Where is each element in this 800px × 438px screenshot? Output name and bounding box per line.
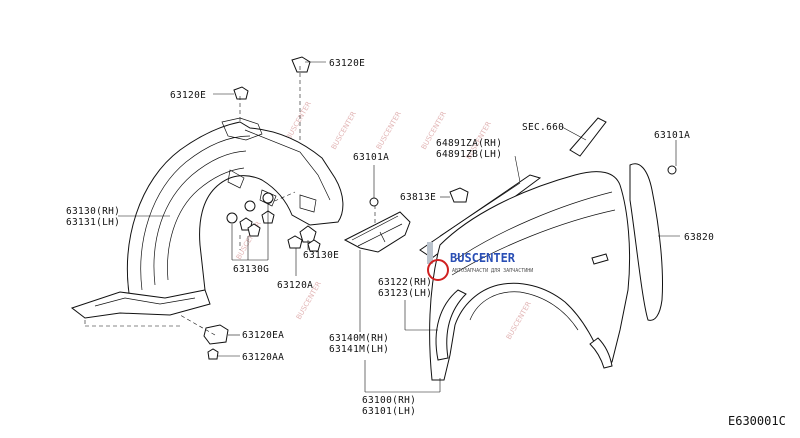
- arch-moulding-rear: [435, 289, 467, 361]
- label-63123: 63123(LH): [378, 288, 432, 299]
- liner-lower-flap: [70, 289, 211, 319]
- liner-clip-slot-1: [227, 169, 245, 189]
- label-63120aa: 63120AA: [242, 352, 284, 363]
- watermark-text-2: BUSCENTER: [330, 110, 358, 151]
- fender-liner-body: [127, 121, 344, 307]
- watermark-text-1: BUSCENTER: [285, 100, 313, 141]
- liner-clip-slot-3: [299, 194, 317, 213]
- clip-63130g-6: [247, 223, 261, 237]
- leader-lines: [118, 61, 680, 393]
- arch-moulding-front: [589, 337, 613, 369]
- label-63100: 63100(RH): [362, 395, 416, 406]
- label-63140m: 63140M(RH): [329, 333, 389, 344]
- watermark-tagline: АВТОЗАПЧАСТИ ДЛЯ ЗАПЧАСТИНИ: [452, 268, 533, 274]
- label-63120e-left: 63120E: [170, 90, 206, 101]
- watermark-text-3: BUSCENTER: [375, 110, 403, 151]
- leader-sec660: [561, 126, 587, 141]
- label-63120a: 63120A: [277, 280, 313, 291]
- label-63141m: 63141M(LH): [329, 344, 389, 355]
- moulding-edge: [439, 182, 521, 237]
- clip-group-63130g: [226, 192, 275, 237]
- liner-rib-1: [140, 135, 251, 291]
- clip-63130e-2: [307, 239, 321, 252]
- clip-group-63130e: [299, 225, 321, 252]
- clip-63130g-3: [262, 192, 274, 204]
- fender-character-line: [454, 191, 613, 261]
- clip-63120a: [287, 235, 303, 249]
- label-63813e: 63813E: [400, 192, 436, 203]
- label-63130g: 63130G: [233, 264, 269, 275]
- liner-flap-edge: [94, 297, 196, 307]
- clip-63120e-left: [233, 86, 249, 100]
- watermark-logo-bar: [427, 242, 433, 264]
- label-63122: 63122(RH): [378, 277, 432, 288]
- label-63120e-top: 63120E: [329, 58, 365, 69]
- label-64891zb: 64891ZB(LH): [436, 149, 502, 160]
- liner-rib-4: [244, 129, 331, 201]
- part-labels: 63120E 63120E 63101A 63101A SEC.660 6489…: [66, 58, 714, 417]
- label-63130: 63130(RH): [66, 206, 120, 217]
- fender-side-marker: [591, 253, 609, 265]
- liner-rib-3: [167, 167, 245, 281]
- fender-character-line-2: [451, 209, 616, 276]
- clip-63130g-1: [226, 212, 238, 224]
- leader-64891: [514, 155, 521, 183]
- label-63101: 63101(LH): [362, 406, 416, 417]
- clip-63120aa: [207, 348, 219, 360]
- clip-63120e-top: [291, 56, 311, 73]
- fender-liner: [70, 117, 344, 319]
- ref-line-7: [267, 191, 296, 205]
- label-63130e: 63130E: [303, 250, 339, 261]
- sec660-part: [569, 117, 607, 157]
- fender-bracket: [343, 197, 411, 253]
- label-63101a-mid: 63101A: [353, 152, 389, 163]
- bracket-body: [343, 211, 411, 253]
- label-63820: 63820: [684, 232, 714, 243]
- label-63120ea: 63120EA: [242, 330, 284, 341]
- bolt-63101a-mid: [369, 197, 379, 207]
- clip-63130g-2: [244, 200, 256, 212]
- clip-63813e: [449, 187, 469, 203]
- bracket-ribs: [351, 215, 403, 247]
- clip-63120ea: [203, 324, 229, 345]
- watermark-logo: BUSCENTER АВТОЗАПЧАСТИ ДЛЯ ЗАПЧАСТИНИ: [427, 242, 533, 281]
- wheel-arch-inner: [469, 291, 579, 331]
- bolt-63101a-right: [667, 165, 677, 175]
- watermark-logo-ring: [427, 259, 449, 281]
- front-garnish-63820: [629, 163, 664, 321]
- label-63131: 63131(LH): [66, 217, 120, 228]
- watermark-brand: BUSCENTER: [450, 251, 516, 265]
- label-63101a-right: 63101A: [654, 130, 690, 141]
- diagram-code: E630001C: [728, 414, 786, 428]
- label-sec660: SEC.660: [522, 122, 564, 133]
- clip-63130e-1: [299, 225, 317, 243]
- liner-rib-2: [153, 150, 247, 286]
- label-64891za: 64891ZA(RH): [436, 138, 502, 149]
- watermark-text-8: BUSCENTER: [505, 300, 533, 341]
